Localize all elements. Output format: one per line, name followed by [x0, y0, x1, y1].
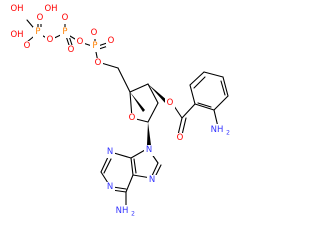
- atom-n1: N: [107, 182, 113, 192]
- bond-carbonyl-c-o: [177, 117, 183, 136]
- bond-c3-c2: [147, 83, 159, 104]
- bond-n3-c2-double: [103, 158, 112, 174]
- adenine-bonds: [100, 149, 162, 208]
- atom-oh-1: OH: [10, 4, 23, 14]
- bond-carbonyl-ring: [181, 103, 196, 119]
- bond-carbonyl-c-o-double: [181, 117, 187, 136]
- atom-o-5prime: O: [95, 58, 102, 68]
- atom-oh-3: OH: [10, 30, 23, 40]
- bond-ring-inner-1: [193, 76, 206, 89]
- atom-nh2-adenine-subscript: 2: [131, 211, 135, 218]
- atom-labels: OH OH OH O O P P O O O O O P O O O O: [9, 3, 232, 218]
- atom-o-3prime: O: [167, 98, 174, 108]
- wedge-c1-n9: [147, 122, 151, 145]
- bond-c5-c4: [117, 67, 131, 93]
- bond-c2-n1: [100, 171, 109, 184]
- bond-ring-inner-2: [220, 80, 226, 96]
- atom-n7: N: [149, 175, 155, 185]
- structure-diagram: OH OH OH O O P P O O O O O P O O O O: [9, 3, 232, 218]
- atom-o-p2-top: O: [62, 13, 69, 23]
- atom-o-bridge-1: O: [47, 35, 54, 45]
- atom-n9: N: [146, 145, 152, 155]
- anthranilate-bonds: [171, 71, 229, 136]
- bond-c2-c1: [147, 102, 159, 123]
- bond-n3-c2: [100, 156, 109, 173]
- atom-p-3: P: [92, 41, 97, 51]
- atom-o-p3-right: O: [108, 36, 115, 46]
- sugar-bonds: [117, 67, 168, 145]
- atom-o-p1-top: O: [37, 13, 44, 23]
- atom-nh2-anthranilate: NH: [211, 125, 224, 135]
- atom-nh2-adenine: NH: [116, 206, 129, 216]
- bond-n1-c6-double: [112, 186, 127, 190]
- atom-o-carbonyl: O: [177, 133, 184, 143]
- bond-ring-c: [203, 71, 224, 78]
- bond-c4-c3: [129, 83, 149, 93]
- atom-o-bridge-2: O: [77, 37, 84, 47]
- bond-c4-n3: [113, 152, 132, 159]
- atom-o-p2-bottom: O: [68, 45, 75, 55]
- bond-c5-c4: [130, 157, 134, 176]
- wedge-c4-ring-o: [130, 92, 145, 112]
- wedge-c3-o3prime: [148, 84, 168, 104]
- atom-o-p1-bottom: O: [24, 41, 31, 51]
- bond-c5-c4-double: [133, 158, 137, 174]
- atom-n3: N: [107, 147, 113, 157]
- bond-ring-f: [194, 103, 215, 111]
- atom-p-2: P: [62, 27, 67, 37]
- bond-ring-e: [213, 95, 229, 111]
- atom-o-p3-top: O: [91, 28, 98, 38]
- atom-p-1: P: [35, 27, 40, 37]
- molecule-canvas: OH OH OH O O P P O O O O O P O O O O: [9, 3, 232, 218]
- atom-oh-2: OH: [44, 4, 57, 14]
- bond-c6-c5: [125, 174, 134, 193]
- atom-o-ring: O: [129, 113, 136, 123]
- bond-ring-a: [189, 84, 196, 105]
- bond-ring-inner-3: [197, 102, 212, 108]
- bond-ring-b: [189, 71, 205, 86]
- bond-c4-n9: [130, 149, 146, 159]
- atom-nh2-anthranilate-subscript: 2: [226, 130, 230, 137]
- bond-ring-d: [222, 76, 229, 97]
